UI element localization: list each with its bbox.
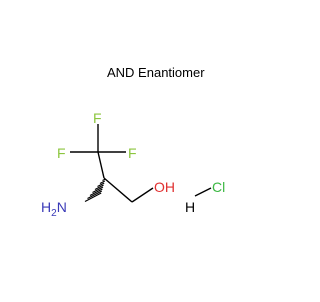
amine-subscript: 2 — [51, 208, 57, 219]
amine-n: N — [57, 199, 67, 215]
enantiomer-annotation: AND Enantiomer — [107, 65, 205, 80]
structure-canvas: AND Enantiomer F F F H2N OH H Cl — [41, 65, 226, 219]
bond-ch2-oh — [131, 187, 154, 203]
hcl-chlorine: Cl — [212, 179, 225, 195]
fluorine-atom-right: F — [128, 145, 137, 161]
molecule-drawing: AND Enantiomer F F F H2N OH H Cl — [41, 65, 225, 219]
hashed-wedge-bond-chiral-n — [84, 178, 106, 203]
fluorine-atom-left: F — [57, 145, 66, 161]
bond-cf3-chiral — [97, 151, 105, 179]
bond-h-cl — [194, 187, 212, 197]
hcl-hydrogen: H — [185, 199, 195, 215]
bonds — [70, 124, 154, 203]
bond-chiral-ch2 — [103, 177, 133, 203]
fluorine-atom-top: F — [93, 110, 102, 126]
hydroxyl-label: OH — [154, 179, 175, 195]
amine-h-label: H2N — [41, 199, 67, 219]
amine-h: H — [41, 199, 51, 215]
